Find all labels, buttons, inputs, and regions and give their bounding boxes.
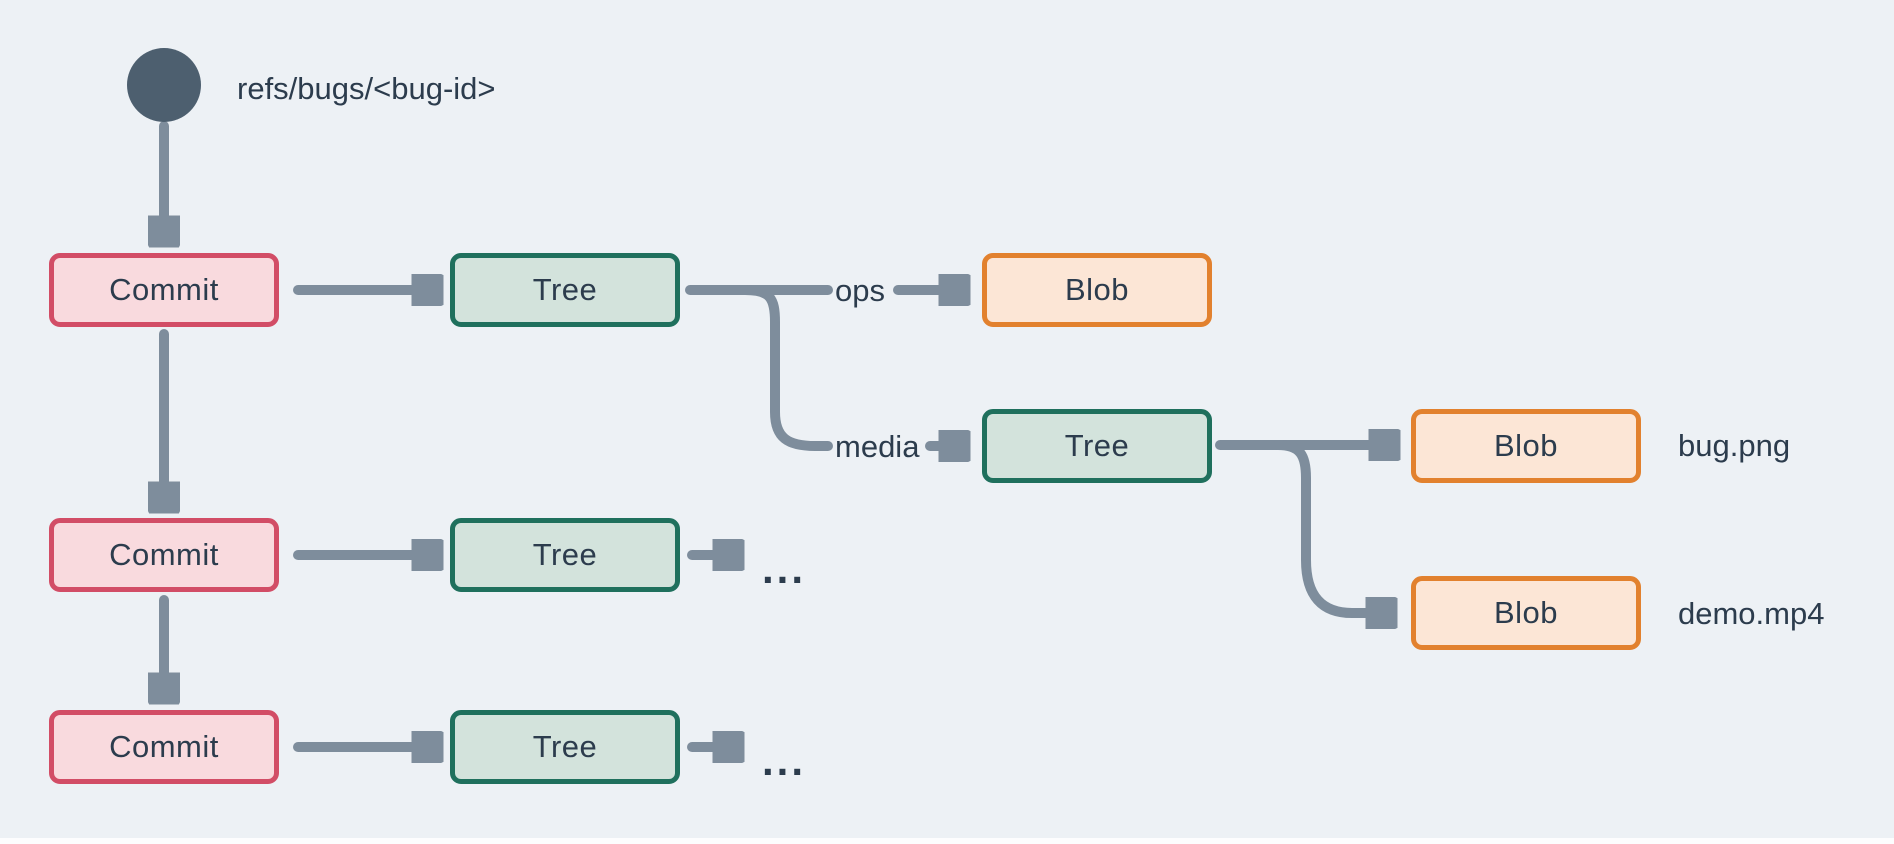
edge-tree1-branch-media bbox=[740, 285, 833, 451]
tree-node-1-label: Tree bbox=[532, 272, 598, 307]
commit-node-2-label: Commit bbox=[109, 537, 219, 572]
commit-node-3: Commit bbox=[49, 710, 279, 784]
tree-node-media-label: Tree bbox=[1064, 428, 1130, 463]
more-indicator-row3: ... bbox=[761, 737, 807, 784]
tree-node-row3: Tree bbox=[450, 710, 680, 784]
blob-node-ops-label: Blob bbox=[1064, 272, 1130, 307]
blob-node-bug-label: Blob bbox=[1493, 428, 1559, 463]
ref-name-label: refs/bugs/<bug-id> bbox=[237, 71, 496, 106]
blob-node-demo: Blob bbox=[1411, 576, 1641, 650]
commit-node-1: Commit bbox=[49, 253, 279, 327]
commit-node-3-label: Commit bbox=[109, 729, 219, 764]
tree-node-row3-label: Tree bbox=[532, 729, 598, 764]
entry-label-ops: ops bbox=[835, 273, 885, 308]
commit-node-2: Commit bbox=[49, 518, 279, 592]
edge-treemedia-to-blobdemo bbox=[1273, 440, 1368, 613]
branch-ref-dot bbox=[127, 48, 201, 122]
file-label-bug-png: bug.png bbox=[1678, 428, 1791, 463]
tree-node-1: Tree bbox=[450, 253, 680, 327]
blob-node-bug: Blob bbox=[1411, 409, 1641, 483]
page-bottom-edge bbox=[0, 838, 1894, 844]
tree-node-row2: Tree bbox=[450, 518, 680, 592]
blob-node-demo-label: Blob bbox=[1493, 595, 1559, 630]
entry-label-media: media bbox=[835, 429, 920, 464]
more-indicator-row2: ... bbox=[761, 545, 807, 592]
commit-node-1-label: Commit bbox=[109, 272, 219, 307]
blob-node-ops: Blob bbox=[982, 253, 1212, 327]
file-label-demo-mp4: demo.mp4 bbox=[1678, 596, 1825, 631]
tree-node-media: Tree bbox=[982, 409, 1212, 483]
tree-node-row2-label: Tree bbox=[532, 537, 598, 572]
